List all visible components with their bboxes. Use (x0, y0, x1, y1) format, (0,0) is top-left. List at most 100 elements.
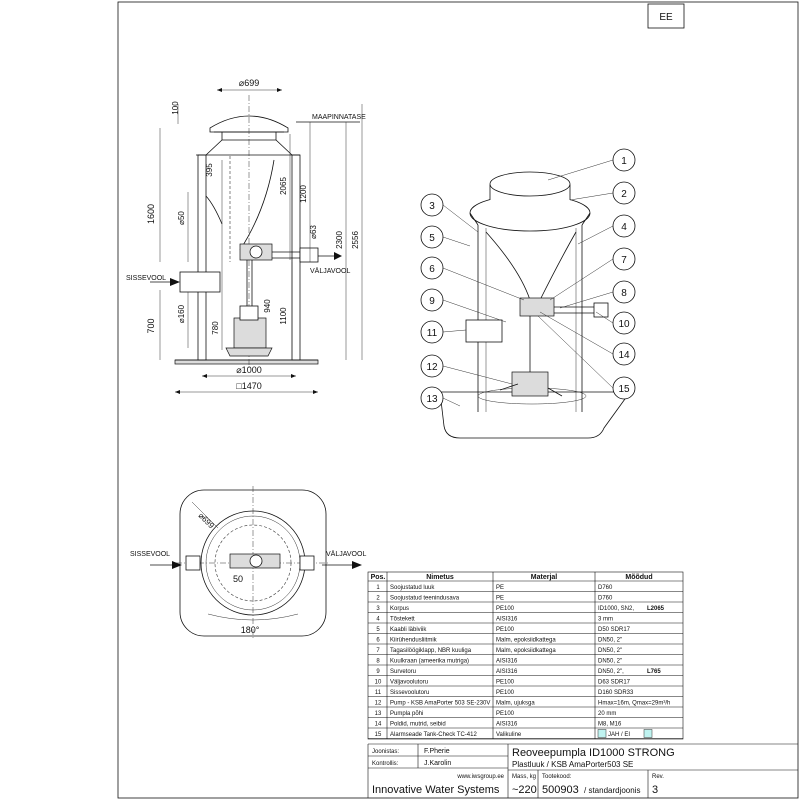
dim-780: 780 (211, 321, 220, 335)
cell-dims: JAH / EI (608, 732, 630, 738)
plan-angle: 180° (241, 625, 260, 635)
callout-3: 3 (420, 193, 444, 217)
callout-7: 7 (612, 247, 636, 271)
base-plate (174, 359, 319, 365)
cell-dims: D50 SDR17 (598, 627, 631, 633)
svg-text:6: 6 (429, 264, 435, 275)
drawing-title: Reoveepumpla ID1000 STRONG (512, 747, 675, 759)
drawn-by: F.Pherie (424, 748, 450, 755)
svg-text:2: 2 (621, 189, 627, 200)
isometric-view (439, 171, 631, 439)
svg-text:13: 13 (426, 394, 438, 405)
dim-d1000: ⌀1000 (236, 365, 261, 375)
dim-1470: □1470 (236, 381, 261, 391)
callout-15: 15 (612, 376, 636, 400)
cell-pos: 10 (375, 680, 382, 686)
cell-material: PE (496, 596, 504, 602)
cell-dims: DN50, 2" (598, 659, 622, 665)
cell-name: Tagasilöögiklapp, NBR kuuliga (390, 648, 472, 654)
cell-pos: 2 (376, 596, 380, 602)
option-checkbox-yes (597, 729, 607, 738)
cell-dims: DN50, 2" (598, 638, 622, 644)
cell-length: L765 (647, 669, 661, 675)
cell-dims: Hmax=16m, Qmax=29m³/h (598, 701, 670, 707)
cell-name: Kuulkraan (ameerika mutriga) (390, 659, 469, 665)
iso-inflow (465, 319, 503, 343)
svg-text:8: 8 (621, 288, 627, 299)
outflow-label-section: VÄLJAVOOL (310, 267, 350, 275)
cell-material: PE100 (496, 711, 515, 717)
approved-by-label: Kontrollis: (372, 761, 399, 767)
callout-4: 4 (612, 214, 636, 238)
cell-material: Malm, epoksiidkattega (496, 638, 556, 644)
plan-dim-d699: ⌀699 (197, 511, 217, 531)
cell-name: Survetoru (390, 669, 416, 675)
cell-pos: 13 (375, 711, 382, 717)
code-label: Tootekood: (542, 774, 572, 780)
cell-material: PE100 (496, 606, 515, 612)
cell-name: Sissevoolutoru (390, 690, 429, 696)
cell-material: AISI316 (496, 617, 518, 623)
plan-outflow-label: VÄLJAVOOL (326, 550, 366, 558)
svg-text:14: 14 (618, 350, 630, 361)
cell-pos: 6 (376, 638, 380, 644)
callout-6: 6 (420, 256, 444, 280)
callout-2: 2 (612, 181, 636, 205)
cell-material: AISI316 (496, 669, 518, 675)
cell-pos: 5 (376, 627, 380, 633)
product-code: 500903 (542, 784, 579, 796)
dim-940: 940 (263, 299, 272, 313)
cell-dims: D160 SDR33 (598, 690, 634, 696)
cell-pos: 4 (376, 617, 380, 623)
callout-1: 1 (612, 148, 636, 172)
dim-700: 700 (146, 318, 156, 333)
shell-wall-left (197, 154, 207, 361)
dim-d160: ⌀160 (177, 304, 186, 323)
cell-name: Soojustatud teenindusava (390, 596, 460, 602)
callout-9: 9 (420, 288, 444, 312)
iso-lid (489, 171, 571, 197)
cell-name: Soojustatud luuk (390, 585, 435, 591)
cell-pos: 15 (375, 732, 382, 738)
cell-name: Alarmseade Tank-Check TC-412 (390, 732, 477, 738)
dim-2556: 2556 (351, 231, 360, 249)
cell-dims: ID1000, SN2, (598, 606, 634, 612)
ground-label: MAAPINNATASE (312, 114, 366, 121)
section-view: MAAPINNATASE VÄLJAVOOL SISSEVOOL (126, 78, 366, 394)
cell-length: L2065 (647, 606, 665, 612)
dim-1600: 1600 (146, 204, 156, 224)
cell-pos: 8 (376, 659, 380, 665)
option-checkbox-no (643, 729, 653, 738)
approved-by: J.Karolin (424, 760, 451, 767)
svg-text:3: 3 (429, 201, 435, 212)
table-header-dims: Mõõdud (625, 574, 652, 581)
svg-text:12: 12 (426, 362, 438, 373)
inflow-pipe (179, 271, 221, 293)
cell-dims: M8, M16 (598, 722, 622, 728)
cell-name: Kaabli läbiviik (390, 627, 427, 633)
cell-name: Väljavoolutoru (390, 680, 428, 686)
dim-d50: ⌀50 (177, 211, 186, 225)
drawn-by-label: Joonistas: (372, 749, 399, 755)
table-header-pos: Pos. (371, 574, 386, 581)
table-header-material: Materjal (531, 574, 558, 581)
callout-8: 8 (612, 280, 636, 304)
callout-10: 10 (612, 311, 636, 335)
svg-text:15: 15 (618, 384, 630, 395)
dim-2300: 2300 (335, 231, 344, 249)
callout-leaders (442, 159, 614, 407)
dim-1200: 1200 (299, 185, 308, 203)
cell-pos: 1 (376, 585, 380, 591)
dim-100: 100 (171, 101, 180, 115)
callout-14: 14 (612, 342, 636, 366)
cell-material: PE100 (496, 690, 515, 696)
callout-12: 12 (420, 354, 444, 378)
callout-11: 11 (420, 320, 444, 344)
